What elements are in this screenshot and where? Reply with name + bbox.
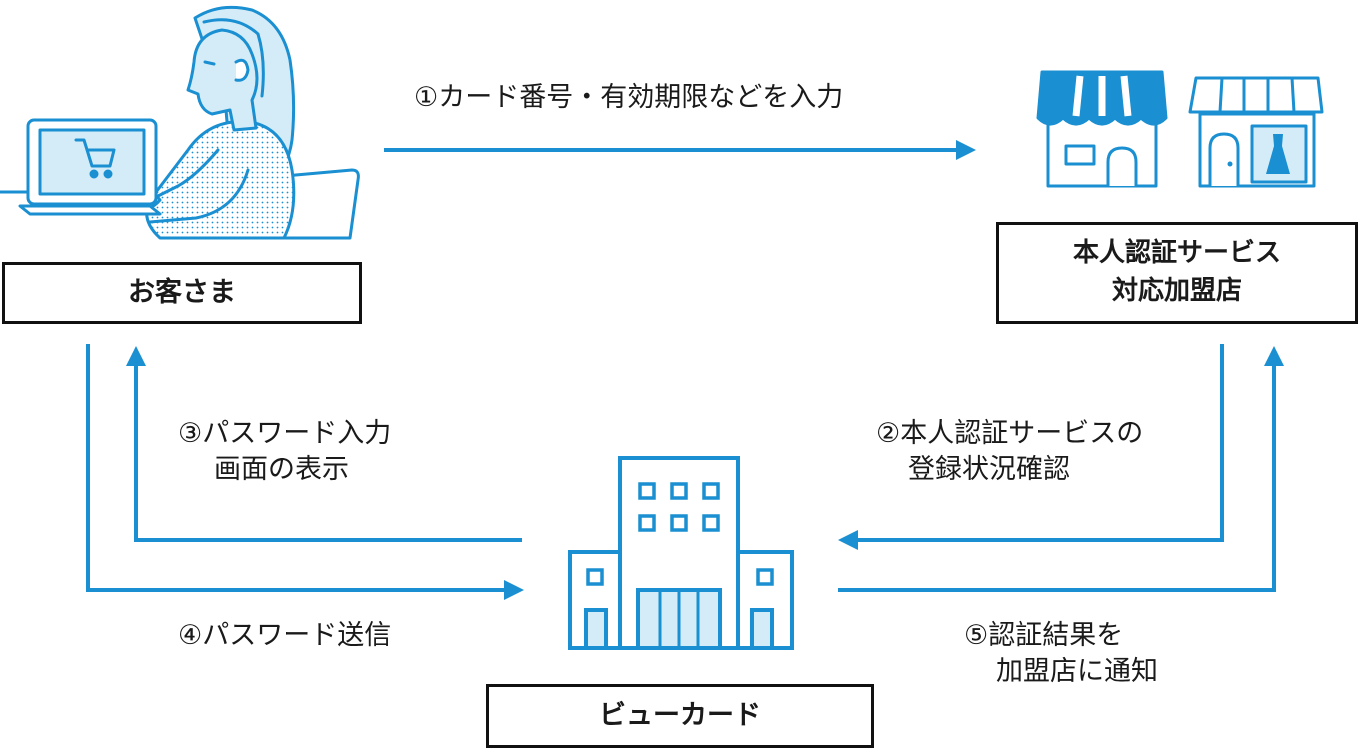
viewcard-box: ビューカード: [486, 684, 874, 748]
arrowhead-1: [956, 140, 976, 160]
viewcard-label: ビューカード: [599, 700, 761, 732]
office-building-icon: [568, 456, 794, 650]
step-1-label: ①カード番号・有効期限などを入力: [414, 82, 844, 113]
step-2-label: ②本人認証サービスの 登録状況確認: [876, 418, 1144, 486]
arrowhead-3: [126, 346, 146, 366]
step-3-label: ③パスワード入力 画面の表示: [178, 418, 392, 486]
merchant-label-line1: 本人認証サービス: [1072, 238, 1281, 269]
step-5-label: ⑤認証結果を 加盟店に通知: [964, 620, 1158, 688]
storefront-icon: [1036, 70, 1324, 188]
arrow-5: [838, 362, 1276, 592]
customer-box: お客さま: [2, 262, 362, 324]
arrow-3: [134, 362, 522, 542]
woman-at-laptop-icon: [0, 5, 360, 240]
arrow-2: [852, 344, 1224, 542]
merchant-label-line2: 対応加盟店: [1111, 276, 1242, 306]
step-4-label: ④パスワード送信: [178, 620, 392, 651]
cart-icon: [74, 138, 116, 179]
arrow-4: [86, 344, 508, 592]
merchant-box: 本人認証サービス 対応加盟店: [996, 222, 1358, 324]
arrowhead-4: [504, 580, 524, 600]
arrowhead-2: [838, 530, 858, 550]
arrowhead-5: [1264, 346, 1284, 366]
customer-label: お客さま: [128, 277, 236, 309]
